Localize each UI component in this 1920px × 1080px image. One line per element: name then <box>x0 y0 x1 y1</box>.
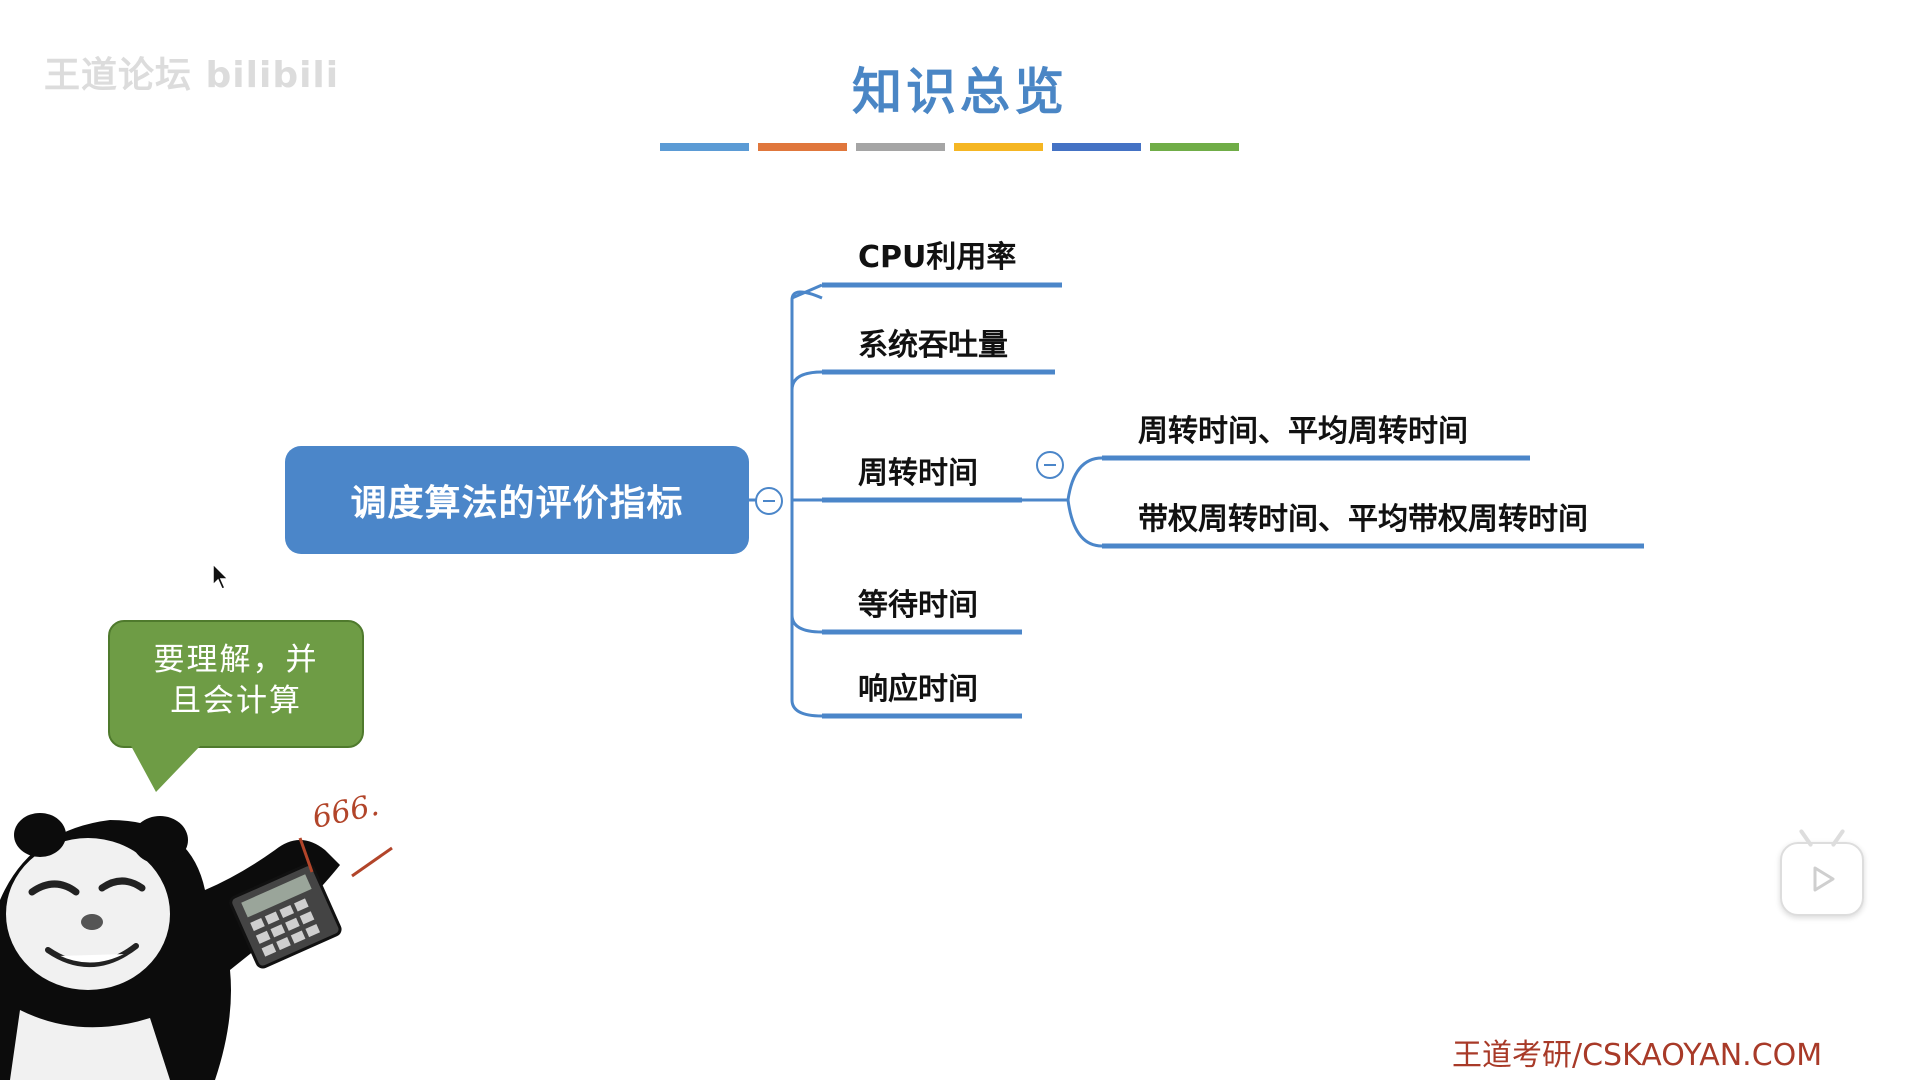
slide-title: 知识总览 <box>852 62 1068 121</box>
node-system-throughput[interactable]: 系统吞吐量 <box>858 328 1008 363</box>
node-waiting-time[interactable]: 等待时间 <box>858 588 978 623</box>
branch-throughput-link <box>790 370 823 391</box>
color-bar-4 <box>954 143 1043 151</box>
minus-circle-icon <box>1044 464 1056 466</box>
color-bar-3 <box>856 143 945 151</box>
panda-meme-image: 666. <box>0 788 393 1080</box>
speech-bubble-text: 要理解，并 且会计算 <box>120 640 352 722</box>
speech-line-2: 且会计算 <box>170 683 302 719</box>
root-collapse-toggle[interactable] <box>755 487 783 515</box>
bilibili-watermark: 王道论坛 bilibili <box>44 55 340 96</box>
mouse-pointer-icon <box>212 563 230 590</box>
branch-waiting-link <box>790 614 823 634</box>
meme-666-text: 666. <box>309 788 382 836</box>
color-bar-1 <box>660 143 749 151</box>
branch-spine <box>790 290 823 718</box>
color-bar-5 <box>1052 143 1141 151</box>
speech-line-1: 要理解，并 <box>153 642 319 678</box>
minus-circle-icon <box>763 500 775 502</box>
color-bar-2 <box>758 143 847 151</box>
speech-bubble-tail <box>130 744 202 792</box>
node-response-time[interactable]: 响应时间 <box>858 672 978 707</box>
bilibili-play-icon <box>1813 866 1835 892</box>
root-node[interactable]: 调度算法的评价指标 <box>285 446 749 554</box>
bilibili-play-button[interactable] <box>1780 842 1864 916</box>
node-weighted-turnaround[interactable]: 带权周转时间、平均带权周转时间 <box>1138 502 1588 537</box>
title-color-bars <box>660 143 1239 151</box>
speech-bubble <box>108 620 364 748</box>
child-link-2 <box>1066 499 1103 548</box>
node-cpu-utilization[interactable]: CPU利用率 <box>858 240 1017 275</box>
color-bar-6 <box>1150 143 1239 151</box>
child-link-1 <box>1066 456 1103 501</box>
node-avg-turnaround[interactable]: 周转时间、平均周转时间 <box>1138 414 1468 449</box>
node-turnaround-time[interactable]: 周转时间 <box>858 456 978 491</box>
turnaround-collapse-toggle[interactable] <box>1036 451 1064 479</box>
branch-cpu-link <box>791 283 823 300</box>
footer-brand: 王道考研/CSKAOYAN.COM <box>1452 1038 1823 1073</box>
